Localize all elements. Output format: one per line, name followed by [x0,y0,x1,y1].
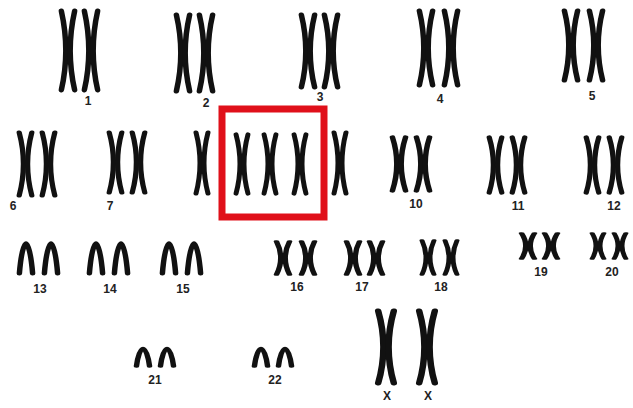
chromosome-number: 21 [148,374,161,387]
chromosome-number: 19 [534,266,547,279]
chromosome-number: 18 [434,281,447,294]
chromosome-number: 6 [10,200,17,213]
chromosome-row-4 [136,311,434,383]
chromosome-number: 17 [355,281,368,294]
chromosome-number: X [383,390,391,403]
chromosome-number: 15 [176,283,189,296]
chromosome-number: 10 [409,198,422,211]
chromosome-number: 4 [437,93,444,106]
chromosome-number: 12 [607,200,620,213]
chromosome-number: 14 [103,283,116,296]
chromosome-number: 16 [290,281,303,294]
chromosome-number: 5 [589,90,596,103]
chromosome-row-1 [61,11,602,91]
chromosome-number: 11 [512,200,525,213]
chromosome-number: 22 [268,374,281,387]
chromosome-number: 7 [107,200,114,213]
chromosome-number: 3 [317,91,324,104]
chromosome-number: 20 [605,266,618,279]
highlight-box [222,109,324,217]
chromosome-number: 13 [33,283,46,296]
chromosome-number: 2 [203,97,210,110]
chromosome-number: 1 [85,95,92,108]
chromosome-number: X [424,390,432,403]
